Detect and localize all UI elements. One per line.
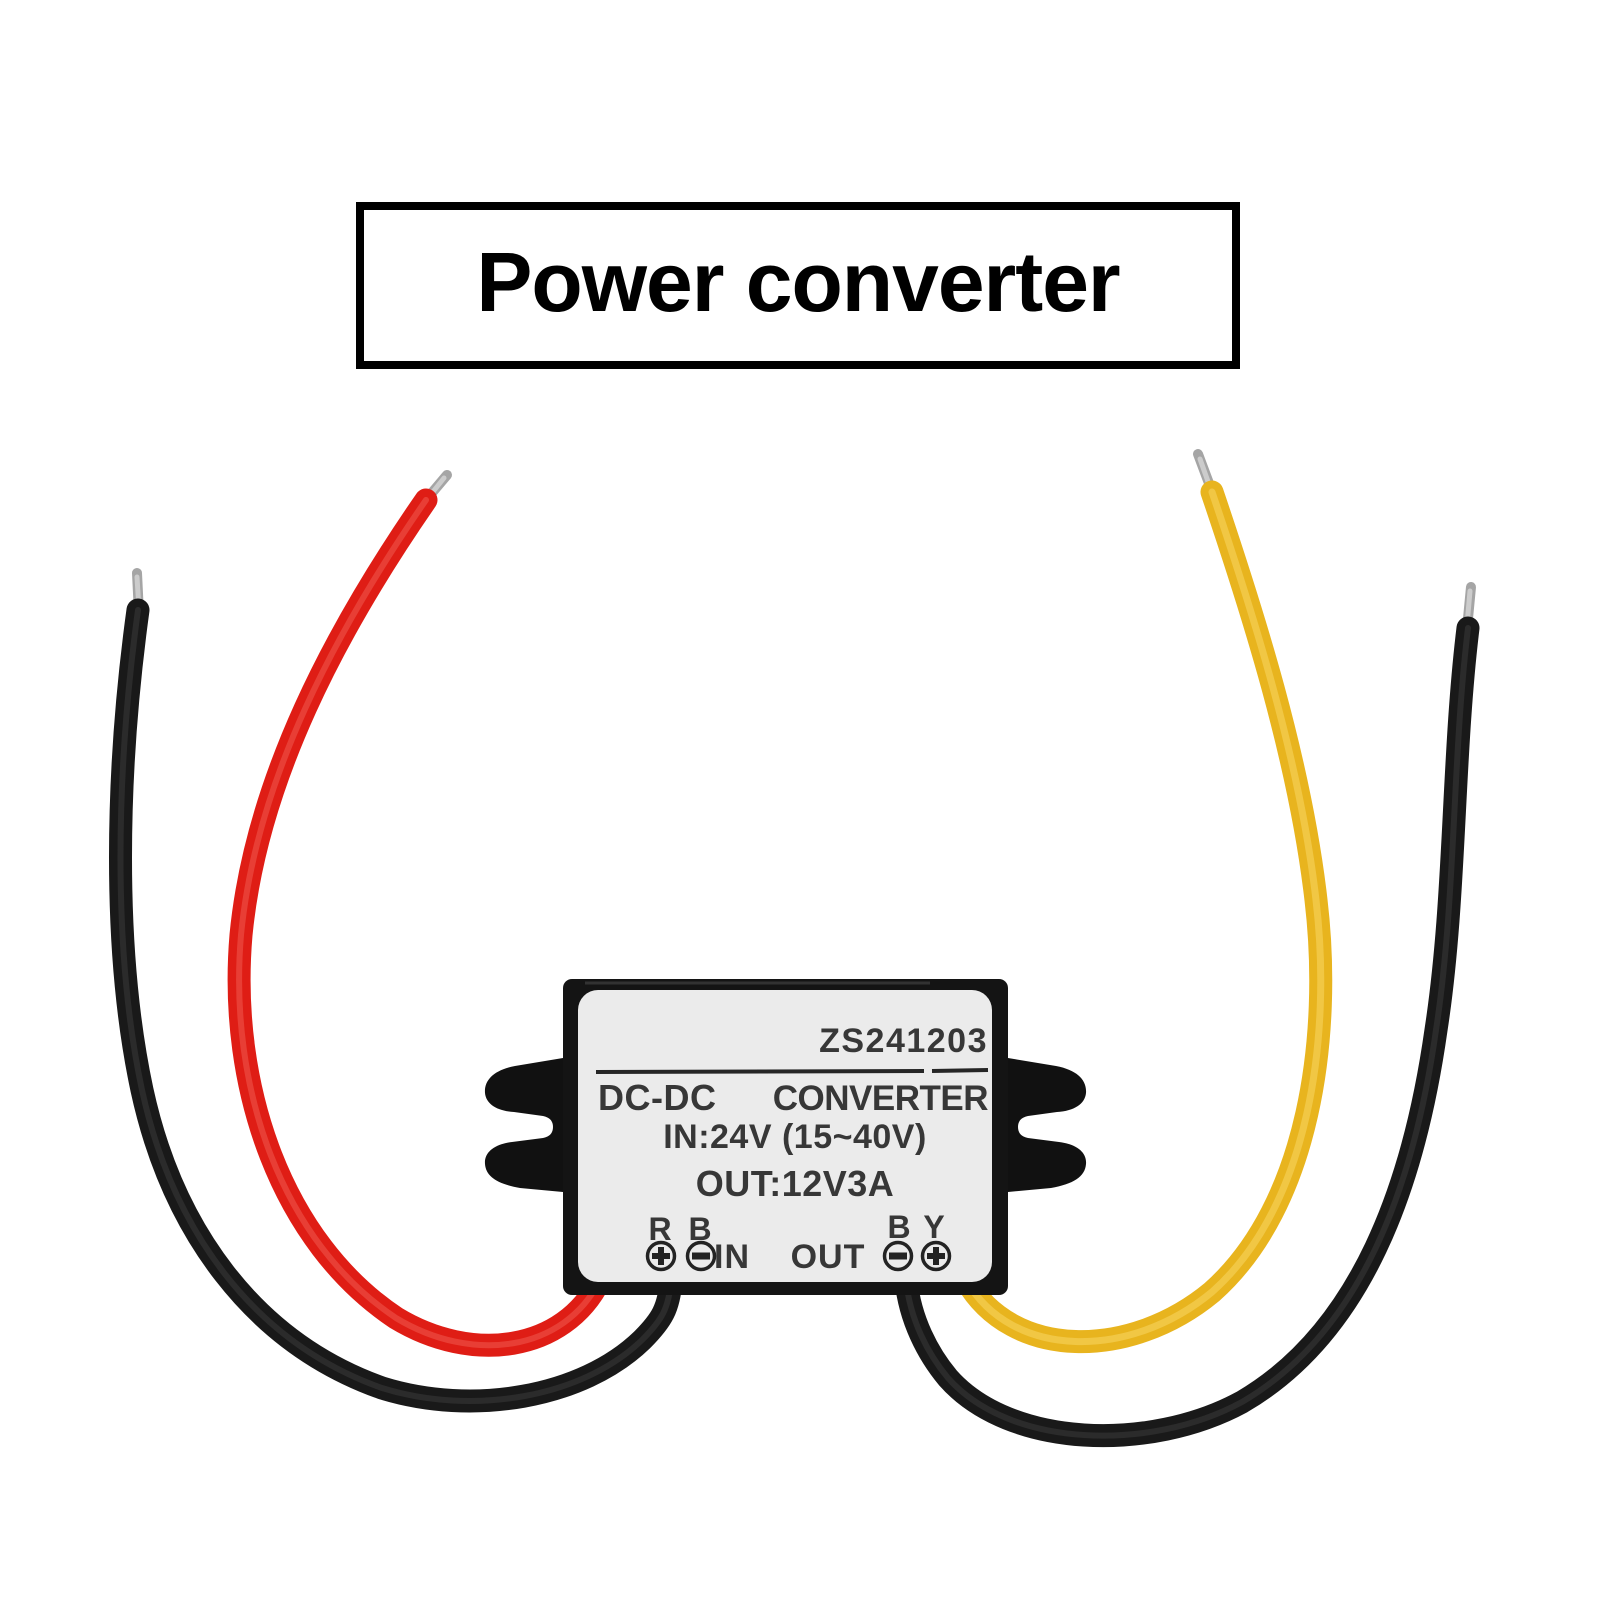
wires: [109, 449, 1480, 1448]
wire-jacket: [227, 488, 612, 1357]
output-negative-black-wire: [894, 582, 1480, 1448]
label-sticker: [578, 990, 992, 1282]
output-positive-yellow-wire: [954, 449, 1333, 1353]
slotted-screw-icon: [685, 1240, 717, 1272]
phillips-screw-icon: [920, 1240, 952, 1272]
label-divider-line: [595, 1068, 989, 1074]
input-negative-black-wire: [109, 568, 683, 1413]
title-banner: Power converter: [356, 202, 1240, 369]
out-port-label: OUT: [791, 1238, 866, 1276]
wire-jacket: [109, 598, 683, 1413]
out-black-code-letter: B: [887, 1209, 910, 1245]
in-red-code-letter: R: [648, 1211, 671, 1247]
converter-text: CONVERTER: [773, 1079, 988, 1118]
slotted-screw-icon: [882, 1240, 914, 1272]
wire-sheen: [903, 625, 1471, 1439]
wire-sheen: [962, 488, 1325, 1345]
phillips-screw-icon: [645, 1240, 677, 1272]
mounting-flange-right: [1008, 1058, 1087, 1192]
dc-dc-text: DC-DC: [598, 1077, 716, 1118]
converter-device: ZS241203 DC-DC CONVERTER IN:24V (15~40V)…: [484, 979, 1087, 1295]
in-black-code-letter: B: [688, 1211, 711, 1247]
wire-sheen: [117, 607, 674, 1404]
input-positive-red-wire: [227, 470, 612, 1357]
input-spec-text: IN:24V (15~40V): [663, 1118, 927, 1156]
model-number-text: ZS241203: [819, 1022, 988, 1060]
terminal-screws: [645, 1240, 952, 1272]
title-box: [356, 202, 1240, 369]
out-yellow-code-letter: Y: [923, 1209, 944, 1245]
label-print: ZS241203 DC-DC CONVERTER IN:24V (15~40V)…: [595, 1022, 989, 1276]
mounting-flange-left: [484, 1058, 563, 1192]
wire-sheen: [236, 497, 603, 1349]
wire-jacket: [894, 616, 1480, 1448]
output-spec-text: OUT:12V3A: [696, 1163, 895, 1204]
in-port-label: IN: [714, 1238, 750, 1276]
product-title: Power converter: [476, 235, 1120, 329]
